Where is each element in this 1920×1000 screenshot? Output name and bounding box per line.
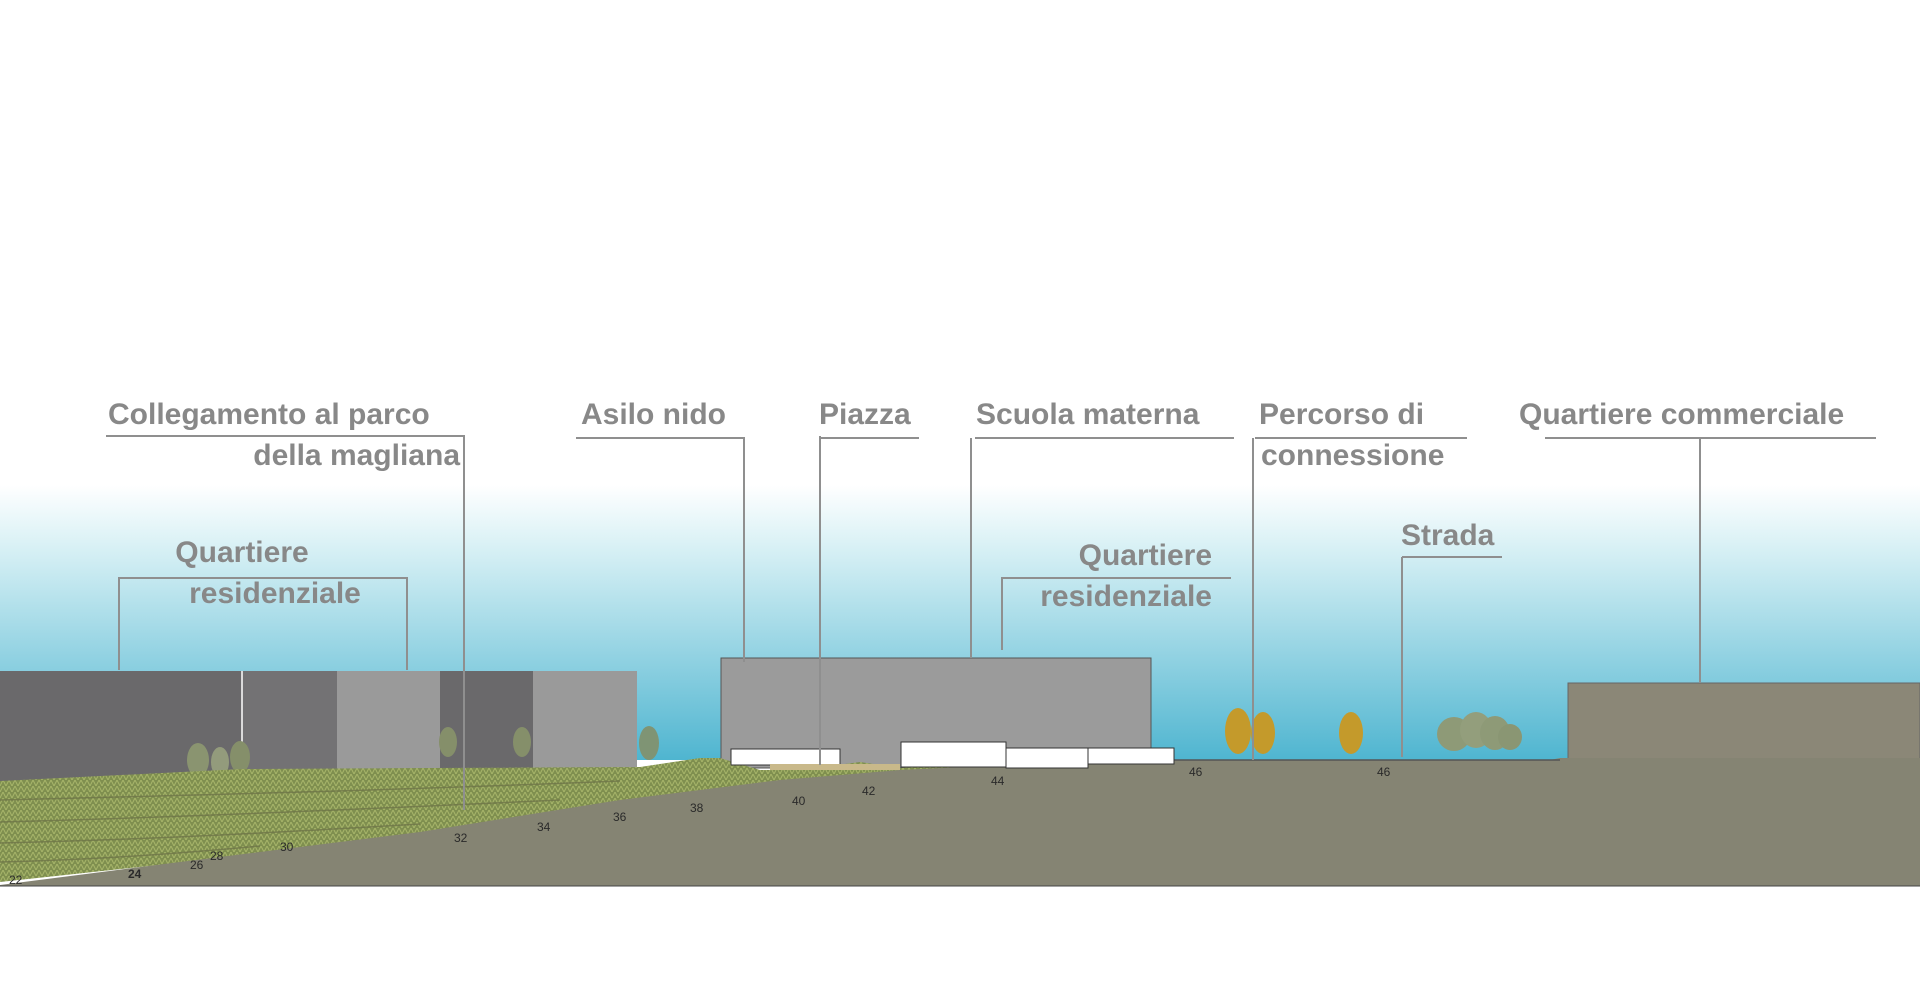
elevation-mark: 32: [454, 831, 468, 845]
elevation-mark: 46: [1377, 765, 1391, 779]
piazza-ground: [770, 764, 900, 770]
elevation-marks: 22 24 26 28 30 32 34 36 38 40 42 44 46 4…: [9, 765, 1391, 887]
label-quartiere-commerciale: Quartiere commerciale: [1519, 398, 1844, 431]
label-quartiere-res-right-line1: Quartiere: [1079, 539, 1212, 572]
trees: [187, 708, 1522, 777]
label-strada: Strada: [1401, 519, 1495, 552]
elevation-mark: 40: [792, 794, 806, 808]
pavilion-scuola-3: [1087, 747, 1175, 765]
elevation-mark: 38: [690, 801, 704, 815]
elevation-mark: 30: [280, 840, 294, 854]
label-piazza: Piazza: [819, 398, 911, 431]
elevation-mark: 42: [862, 784, 876, 798]
pavilion-asilo-nido: [730, 748, 841, 766]
elevation-mark: 34: [537, 820, 551, 834]
pavilion-scuola-1: [900, 741, 1007, 768]
elevation-mark: 46: [1189, 765, 1203, 779]
elevation-mark: 24: [128, 867, 142, 881]
elevation-mark: 36: [613, 810, 627, 824]
label-quartiere-res-left-line2: residenziale: [189, 577, 361, 610]
elevation-mark: 28: [210, 849, 224, 863]
label-quartiere-res-right-line2: residenziale: [1040, 580, 1212, 613]
building-residential-left-5: [533, 671, 637, 781]
elevation-mark: 22: [9, 873, 23, 887]
label-asilo-nido: Asilo nido: [581, 398, 726, 431]
ground: [0, 758, 1920, 886]
label-percorso-line2: connessione: [1261, 439, 1444, 472]
label-collegamento-line2: della magliana: [253, 439, 460, 472]
label-scuola-materna: Scuola materna: [976, 398, 1200, 431]
elevation-mark: 44: [991, 774, 1005, 788]
building-residential-left-2: [242, 671, 337, 781]
building-residential-left-3: [337, 671, 440, 781]
building-residential-left-4: [440, 671, 533, 781]
label-quartiere-res-left-line1: Quartiere: [175, 536, 308, 569]
building-commercial: [1567, 682, 1920, 762]
elevation-mark: 26: [190, 858, 204, 872]
label-percorso-line1: Percorso di: [1259, 398, 1424, 431]
label-collegamento-line1: Collegamento al parco: [108, 398, 430, 431]
leader-lines: [106, 435, 1876, 810]
pavilion-scuola-2: [1005, 747, 1089, 769]
